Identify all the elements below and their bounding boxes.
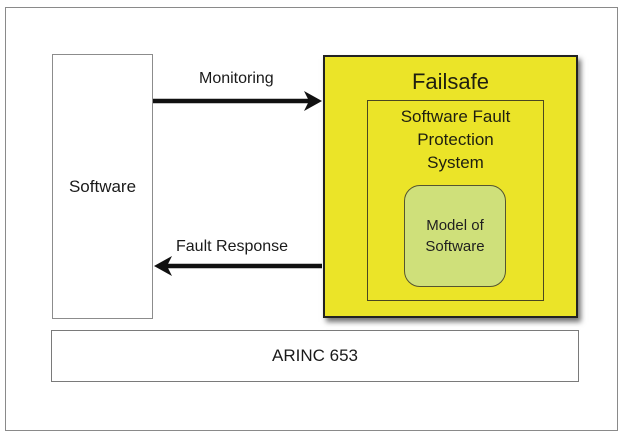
sfps-title-line: System <box>427 153 484 172</box>
fault-protection-system-box: Software Fault Protection System Model o… <box>367 100 544 301</box>
model-label-line: Model of <box>426 217 484 234</box>
fault-response-label: Fault Response <box>176 238 289 255</box>
arinc-653-label: ARINC 653 <box>272 346 358 365</box>
fault-protection-system-title: Software Fault Protection System <box>368 105 543 174</box>
arinc-653-box: ARINC 653 <box>51 330 579 382</box>
sfps-title-line: Protection <box>417 130 494 149</box>
failsafe-box: Failsafe Software Fault Protection Syste… <box>323 55 578 318</box>
model-of-software-box: Model of Software <box>404 185 506 287</box>
software-label: Software <box>68 176 137 196</box>
monitoring-label: Monitoring <box>199 70 274 87</box>
model-of-software-label: Model of Software <box>425 215 484 257</box>
sfps-title-line: Software Fault <box>400 107 511 126</box>
failsafe-title: Failsafe <box>411 69 490 94</box>
software-box: Software <box>52 54 153 319</box>
model-label-line: Software <box>425 238 485 255</box>
